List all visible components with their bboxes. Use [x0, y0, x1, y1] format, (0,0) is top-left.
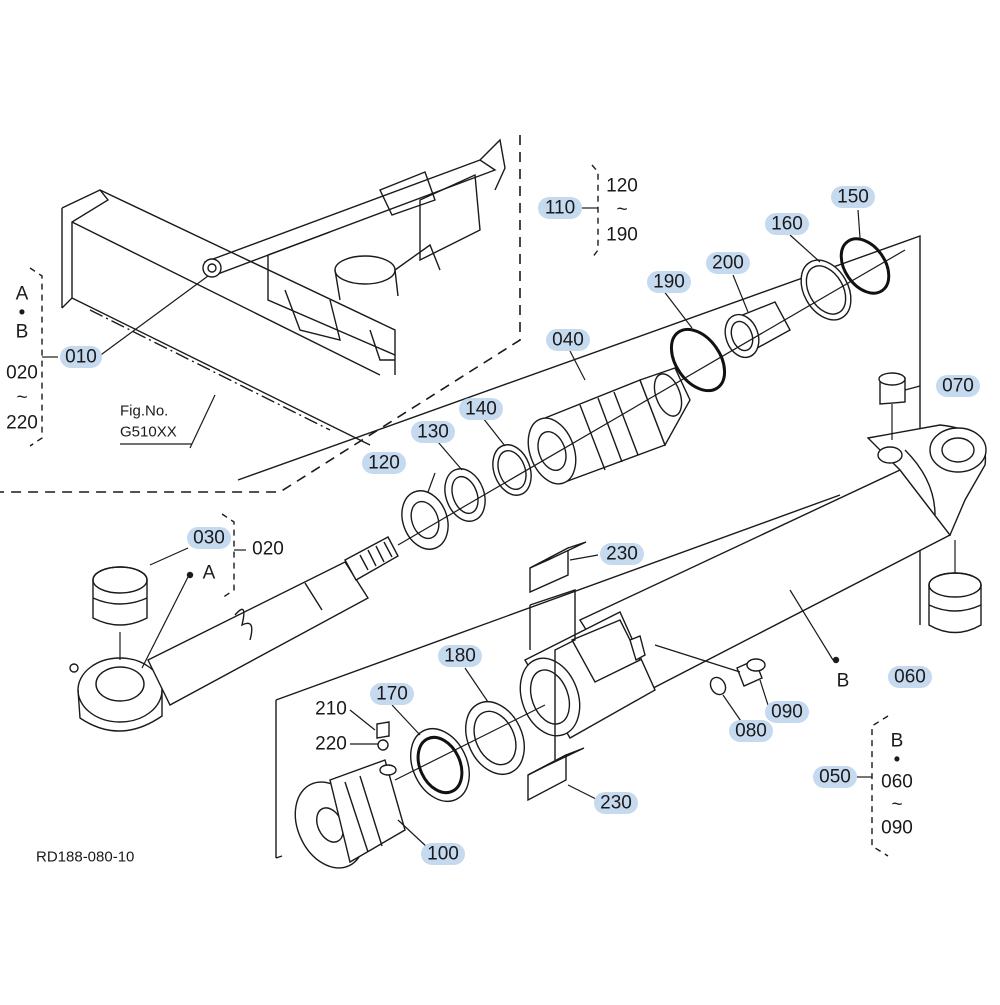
callout-030[interactable]: 030	[187, 527, 231, 549]
bracket-rod-assembly	[221, 513, 235, 599]
callout-020[interactable]: 020	[246, 538, 290, 560]
group-2-tilde: ~	[616, 200, 627, 221]
callout-010[interactable]: 010	[60, 346, 102, 368]
group-3-dot: •	[894, 750, 901, 771]
piston-rod	[69, 536, 399, 732]
callout-080[interactable]: 080	[729, 720, 773, 742]
group-3-from: 060	[881, 772, 913, 793]
svg-text:060: 060	[894, 667, 926, 688]
fitting-090	[736, 658, 766, 687]
point-b-label: B	[837, 671, 850, 692]
callout-190[interactable]: 190	[647, 271, 691, 293]
gland-040	[527, 367, 691, 485]
bracket-group-3	[871, 715, 889, 857]
svg-text:050: 050	[819, 767, 851, 788]
svg-text:130: 130	[417, 422, 449, 443]
svg-text:210: 210	[315, 699, 347, 720]
callout-040[interactable]: 040	[546, 329, 590, 351]
group-2-from: 120	[606, 176, 638, 197]
group-1-mid: B	[16, 322, 29, 343]
svg-text:030: 030	[193, 528, 225, 549]
bushing-060	[928, 540, 982, 634]
callout-210[interactable]: 210	[309, 698, 353, 720]
svg-text:180: 180	[444, 646, 476, 667]
svg-text:120: 120	[368, 453, 400, 474]
svg-text:020: 020	[252, 539, 284, 560]
callout-150[interactable]: 150	[831, 186, 875, 208]
svg-text:160: 160	[771, 214, 803, 235]
svg-text:200: 200	[712, 253, 744, 274]
svg-text:140: 140	[465, 399, 497, 420]
figure-ref-label: Fig.No.	[120, 403, 168, 420]
piston-100	[294, 759, 406, 869]
svg-text:090: 090	[771, 702, 803, 723]
group-3-to: 090	[881, 818, 913, 839]
svg-text:010: 010	[65, 347, 97, 368]
callout-060[interactable]: 060	[888, 666, 932, 688]
callout-220[interactable]: 220	[309, 733, 353, 755]
ring-160	[800, 259, 852, 321]
callout-090[interactable]: 090	[765, 701, 809, 723]
svg-text:170: 170	[376, 684, 408, 705]
callout-120[interactable]: 120	[362, 452, 406, 474]
callout-140[interactable]: 140	[459, 398, 503, 420]
plug-070	[878, 372, 906, 440]
shim-230-upper	[529, 541, 587, 594]
group-3-top: B	[891, 731, 904, 752]
bracket-group-2	[591, 164, 599, 259]
svg-text:100: 100	[427, 844, 459, 865]
callout-170[interactable]: 170	[370, 683, 414, 705]
bushing-200	[724, 301, 791, 359]
group-2-to: 190	[606, 225, 638, 246]
svg-text:150: 150	[837, 187, 869, 208]
svg-text:040: 040	[552, 330, 584, 351]
oring-150	[839, 237, 891, 295]
callout-070[interactable]: 070	[936, 375, 980, 397]
group-3-tilde: ~	[891, 795, 902, 816]
shim-230-lower	[527, 747, 585, 802]
oring-190	[669, 327, 727, 393]
callout-180[interactable]: 180	[438, 645, 482, 667]
figure-ref-number: G510XX	[120, 424, 177, 441]
group-1-tilde: ~	[16, 388, 27, 409]
overview-inset	[0, 135, 521, 493]
ball-220	[377, 739, 389, 751]
washer-080	[709, 676, 727, 696]
screw-210	[376, 721, 390, 739]
seal-130	[444, 468, 486, 522]
cylinder-tube	[519, 424, 987, 739]
svg-text:230: 230	[606, 544, 638, 565]
svg-text:190: 190	[653, 272, 685, 293]
callout-130[interactable]: 130	[411, 421, 455, 443]
point-a-label: A	[203, 563, 216, 584]
group-1-dot: •	[19, 303, 26, 324]
group-1-top: A	[16, 284, 29, 305]
ring-180	[465, 701, 525, 775]
seal-120	[401, 490, 449, 550]
drawing-number: RD188-080-10	[36, 849, 134, 866]
group-1-from: 020	[6, 363, 38, 384]
svg-text:070: 070	[942, 376, 974, 397]
callout-230-upper[interactable]: 230	[600, 543, 644, 565]
svg-text:220: 220	[315, 734, 347, 755]
callout-100[interactable]: 100	[421, 843, 465, 865]
callout-200[interactable]: 200	[706, 252, 750, 274]
panel-outline-lower	[275, 700, 283, 859]
callout-050[interactable]: 050	[813, 766, 857, 788]
group-1-to: 220	[6, 413, 38, 434]
seal-140	[492, 444, 532, 496]
seal-170	[410, 728, 470, 802]
svg-text:230: 230	[600, 793, 632, 814]
callout-230-lower[interactable]: 230	[594, 792, 638, 814]
bushing-030	[92, 566, 148, 660]
svg-text:080: 080	[735, 721, 767, 742]
svg-text:110: 110	[545, 198, 575, 219]
callout-110[interactable]: 110	[538, 197, 582, 219]
callout-160[interactable]: 160	[765, 213, 809, 235]
